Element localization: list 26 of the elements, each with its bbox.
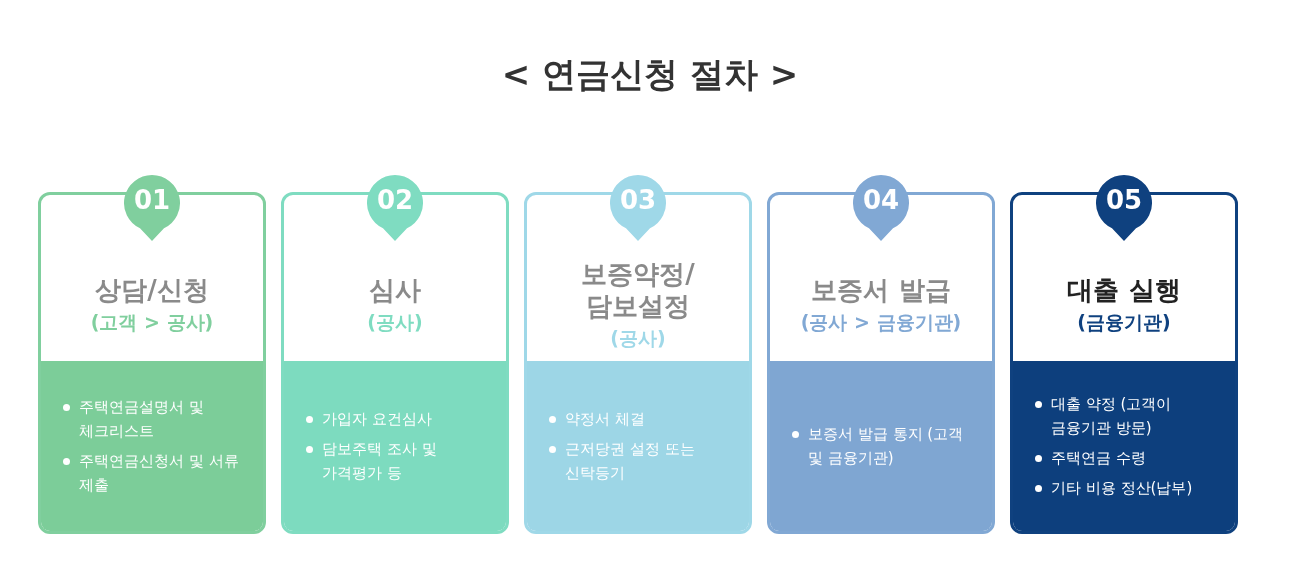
step-number-badge: 05 — [1094, 173, 1154, 243]
step-number-badge: 03 — [608, 173, 668, 243]
step-title: 대출 실행 — [1067, 274, 1181, 306]
bullet-text: 약정서 체결 — [565, 409, 645, 430]
bullet-text: 가입자 요건심사 — [322, 409, 432, 430]
bullet-text: 주택연금 수령 — [1051, 448, 1146, 469]
step-actor: (공사) — [367, 310, 423, 335]
step-title: 상담/신청 — [95, 274, 209, 306]
step-number-badge: 02 — [365, 173, 425, 243]
bullet-text: 보증서 발급 통지 (고객 및 금융기관) — [808, 424, 965, 469]
step-number-badge: 04 — [851, 173, 911, 243]
step-actor: (공사 > 금융기관) — [800, 310, 962, 335]
bullet-text: 대출 약정 (고객이 금융기관 방문) — [1051, 394, 1173, 439]
step-title: 보증약정/ 담보설정 — [580, 258, 696, 322]
bullet-text: 주택연금설명서 및 체크리스트 — [79, 397, 205, 442]
step-actor: (금융기관) — [1077, 310, 1171, 335]
bullet-text: 근저당권 설정 또는 신탁등기 — [565, 439, 696, 484]
step-number-badge: 01 — [122, 173, 182, 243]
page-title: < 연금신청 절차 > — [501, 53, 799, 96]
step-actor: (공사) — [610, 326, 666, 351]
step-title: 보증서 발급 — [811, 274, 951, 306]
step-title: 심사 — [369, 274, 421, 306]
bullet-text: 주택연금신청서 및 서류 제출 — [79, 451, 240, 496]
bullet-text: 기타 비용 정산(납부) — [1051, 478, 1193, 499]
step-actor: (고객 > 공사) — [90, 310, 214, 335]
bullet-text: 담보주택 조사 및 가격평가 등 — [322, 439, 438, 484]
